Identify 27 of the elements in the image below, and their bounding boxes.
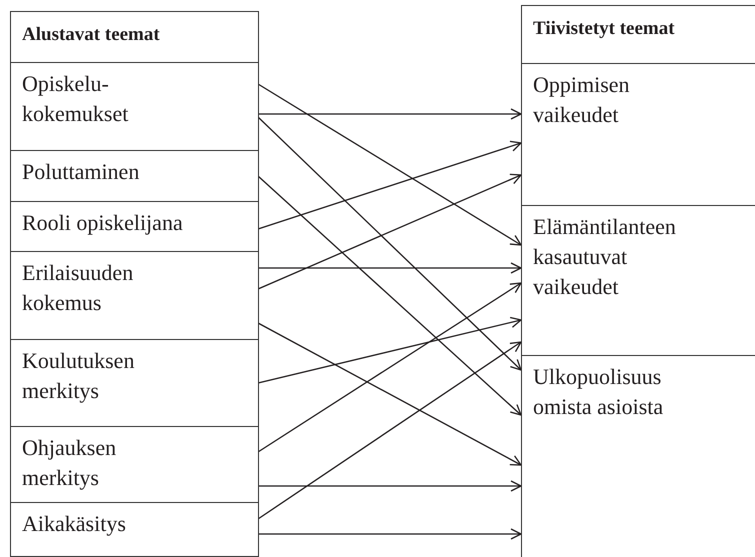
theme-text: Poluttaminen <box>22 158 140 186</box>
table-column <box>10 11 259 557</box>
arrow <box>258 262 522 274</box>
theme-text: Oppimisen vaikeudet <box>533 71 631 129</box>
column-heading: Tiivistetyt teemat <box>533 18 675 40</box>
arrow <box>258 282 522 453</box>
arrow <box>258 528 522 540</box>
theme-text: Elämäntilanteen kasautuvat vaikeudet <box>533 213 677 301</box>
theme-text: Ohjauksen merkitys <box>22 434 118 492</box>
theme-text: Aikakäsitys <box>22 510 126 538</box>
table-column <box>521 5 755 557</box>
arrow <box>258 480 522 492</box>
theme-text: Rooli opiskelijana <box>22 209 183 237</box>
arrow <box>258 341 522 520</box>
theme-text: Koulutuksen merkitys <box>22 347 136 405</box>
arrow <box>258 316 522 384</box>
arrow <box>258 176 522 416</box>
arrow <box>258 174 522 290</box>
arrow <box>258 83 522 246</box>
arrow <box>258 116 522 371</box>
arrow <box>258 108 522 120</box>
column-heading: Alustavat teemat <box>22 24 160 46</box>
theme-text: Ulkopuolisuus omista asioista <box>533 363 664 421</box>
arrow <box>258 322 522 466</box>
theme-text: Opiskelu- kokemukset <box>22 70 130 128</box>
theme-text: Erilaisuuden kokemus <box>22 259 134 317</box>
arrow <box>258 140 522 230</box>
